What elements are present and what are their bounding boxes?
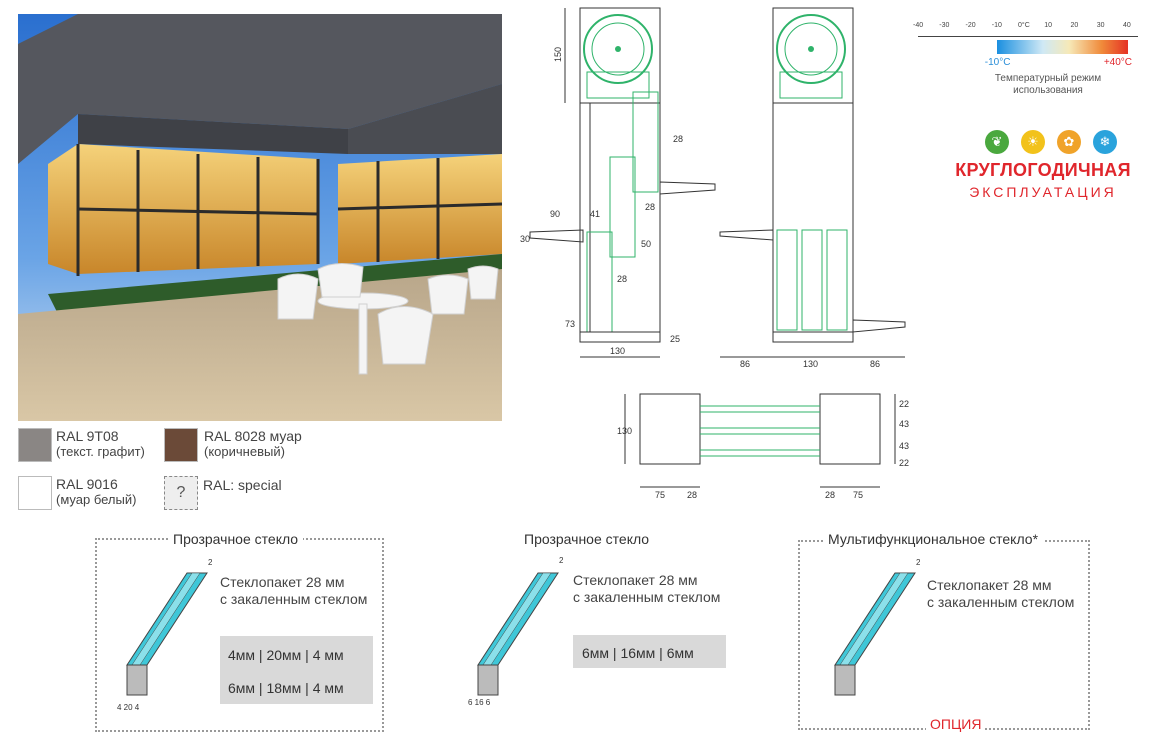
dim-label: 86 (870, 359, 880, 369)
swatch-label-ral-9t08: RAL 9T08 (текст. графит) (56, 428, 145, 460)
glass-spec-box: 4мм | 20мм | 4 мм 6мм | 18мм | 4 мм (220, 636, 373, 704)
temp-tick-label: -10 (991, 22, 1002, 29)
glass-unit-illustration: 28 4 20 4 (117, 558, 212, 712)
swatch-code: RAL: special (203, 477, 282, 493)
temperature-ticks: -40 -30 -20 -10 0°C 10 20 30 40 (913, 22, 1138, 34)
layer-dims-label: 6 16 6 (468, 698, 491, 707)
glass-unit-illustration: 28 6 16 6 (468, 556, 563, 707)
dim-label: 75 (853, 490, 863, 500)
temp-tick-label: 40 (1123, 22, 1131, 29)
all-year-title: КРУГЛОГОДИЧНАЯ (955, 160, 1131, 180)
dim-label: 130 (617, 426, 632, 436)
temperature-range-bar (918, 40, 1138, 54)
swatch-label-ral-special: RAL: special (203, 477, 282, 493)
dim-label: 73 (565, 319, 575, 329)
swatch-desc: (муар белый) (56, 492, 137, 507)
dim-label: 28 (673, 134, 683, 144)
glass-unit-illustration: 28 (834, 558, 920, 696)
desc-line1: Стеклопакет 28 мм (927, 577, 1052, 593)
temp-tick-label: 0°C (1018, 22, 1030, 29)
glass-title: Прозрачное стекло (168, 531, 304, 547)
dim-label: 28 (617, 274, 627, 284)
snowflake-icon: ❄ (1093, 130, 1117, 154)
swatch-code: RAL 9016 (56, 476, 118, 492)
swatch-ral-8028 (164, 428, 198, 462)
question-mark-icon: ? (176, 484, 186, 501)
glass-description: Стеклопакет 28 мм с закаленным стеклом (573, 572, 720, 606)
glass-spec-box: 6мм | 16мм | 6мм (573, 635, 726, 668)
swatch-label-ral-8028: RAL 8028 муар (коричневый) (204, 428, 302, 460)
thickness-label: 28 (916, 558, 920, 567)
option-label: ОПЦИЯ (926, 716, 986, 732)
glass-description: Стеклопакет 28 мм с закаленным стеклом (927, 577, 1074, 611)
dim-label: 50 (641, 239, 651, 249)
dim-label: 43 (899, 419, 909, 429)
thickness-label: 28 (208, 558, 212, 567)
profile-technical-drawing: 150 28 28 90 41 30 50 28 73 25 130 86 13… (515, 2, 915, 507)
swatch-label-ral-9016: RAL 9016 (муар белый) (56, 476, 136, 508)
glass-spec: 6мм | 16мм | 6мм (582, 645, 694, 661)
swatch-desc: (коричневый) (204, 444, 285, 459)
dim-label: 28 (825, 490, 835, 500)
dim-label: 22 (899, 458, 909, 468)
leaf-icon: ❦ (985, 130, 1009, 154)
desc-line1: Стеклопакет 28 мм (573, 572, 698, 588)
dim-label: 90 (550, 209, 560, 219)
glass-spec: 6мм | 18мм | 4 мм (228, 680, 344, 696)
glass-spec: 4мм | 20мм | 4 мм (228, 647, 344, 663)
desc-line1: Стеклопакет 28 мм (220, 574, 345, 590)
dim-label: 22 (899, 399, 909, 409)
swatch-ral-9t08 (18, 428, 52, 462)
desc-line2: с закаленным стеклом (573, 589, 721, 605)
layer-dims-label: 4 20 4 (117, 703, 140, 712)
dim-label: 41 (590, 209, 600, 219)
glass-title: Мультифункциональное стекло* (823, 531, 1044, 547)
swatch-code: RAL 9T08 (56, 428, 119, 444)
dim-label: 75 (655, 490, 665, 500)
glass-description: Стеклопакет 28 мм с закаленным стеклом (220, 574, 367, 608)
max-temp-label: +40°C (1103, 57, 1132, 68)
dim-label: 25 (670, 334, 680, 344)
min-temp-label: -10°C (984, 57, 1011, 68)
dim-label: 130 (803, 359, 818, 369)
sun-icon: ☀ (1021, 130, 1045, 154)
dim-label: 130 (610, 346, 625, 356)
temp-tick-label: 10 (1044, 22, 1053, 29)
dim-label: 86 (740, 359, 750, 369)
desc-line2: с закаленным стеклом (927, 594, 1075, 610)
swatch-ral-special: ? (164, 476, 198, 510)
terrace-photo (18, 14, 502, 421)
season-icons: ❦ ☀ ✿ ❄ (985, 130, 1117, 154)
thickness-label: 28 (559, 556, 563, 565)
dim-label: 28 (687, 490, 697, 500)
all-year-subtitle: ЭКСПЛУАТАЦИЯ (969, 184, 1117, 200)
desc-line2: с закаленным стеклом (220, 591, 368, 607)
scale-axis (918, 36, 1138, 37)
temp-tick-label: -20 (965, 22, 976, 29)
swatch-code: RAL 8028 муар (204, 428, 302, 444)
swatch-ral-9016 (18, 476, 52, 510)
dim-label: 43 (899, 441, 909, 451)
temp-tick-label: 20 (1070, 22, 1079, 29)
temp-caption-line1: Температурный режим (994, 73, 1102, 84)
autumn-icon: ✿ (1057, 130, 1081, 154)
temp-tick-label: -30 (939, 22, 950, 29)
glass-title: Прозрачное стекло (524, 531, 650, 547)
dim-label: 30 (520, 234, 530, 244)
temp-tick-label: 30 (1096, 22, 1105, 29)
dim-label: 150 (553, 47, 563, 62)
dim-label: 28 (645, 202, 655, 212)
temp-tick-label: -40 (913, 22, 924, 29)
swatch-desc: (текст. графит) (56, 444, 145, 459)
temperature-scale: -40 -30 -20 -10 0°C 10 20 30 40 -10°C +40°C Темп… (913, 22, 1138, 97)
temp-caption-line2: использования (1013, 85, 1083, 96)
